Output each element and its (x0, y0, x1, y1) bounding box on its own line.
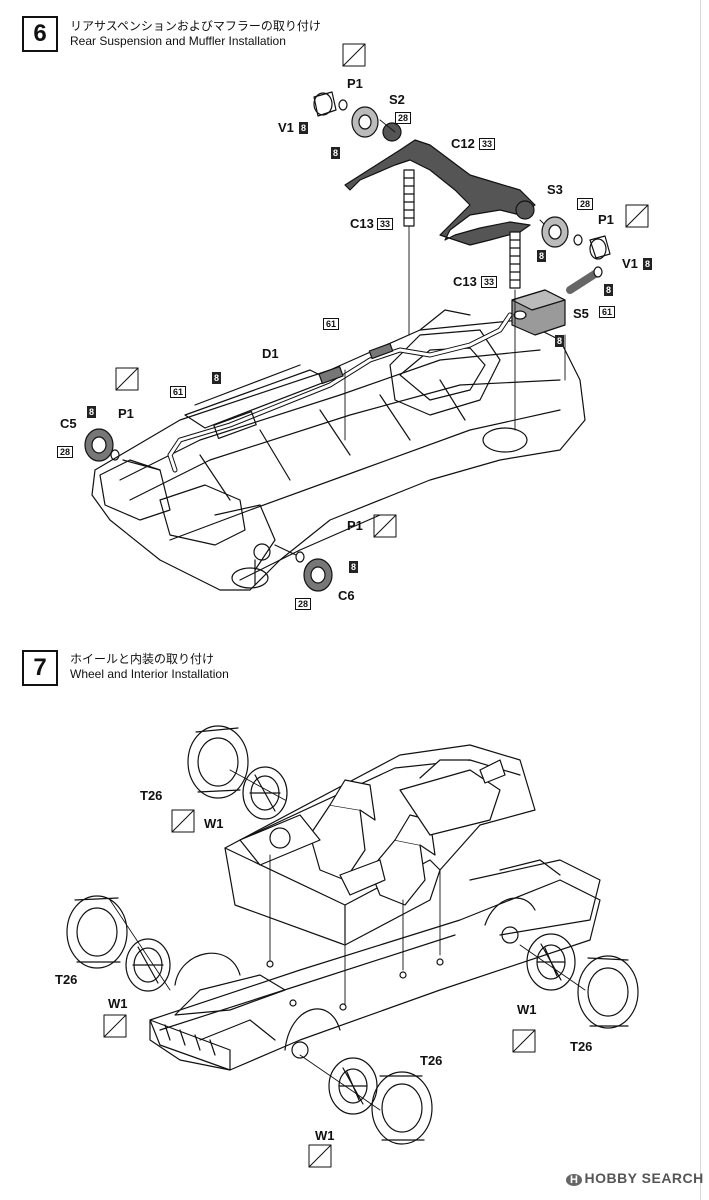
badge-33-c13-left: 33 (377, 218, 394, 230)
tire-t26-bottom-right (577, 955, 639, 1029)
interior-tub (224, 744, 536, 946)
page-edge-line (700, 0, 701, 1200)
watermark-text: HOBBY SEARCH (584, 1170, 704, 1186)
label-t26-mid-left: T26 (55, 972, 78, 987)
step-7-leader-lines (109, 769, 586, 1111)
label-w1-bottom-right: W1 (517, 1002, 537, 1017)
label-w1-top-left: W1 (204, 816, 224, 831)
lower-right-hub-parts (274, 544, 333, 592)
watermark-logo-icon: H (566, 1174, 583, 1186)
upper-left-hub-parts (313, 91, 379, 138)
badge-28-s3: 28 (577, 198, 594, 210)
label-w1-bottom-middle: W1 (315, 1128, 335, 1143)
badge-8-c6: 8 (349, 561, 359, 573)
step-7-chassis (149, 859, 601, 1071)
tire-t26-top-left (187, 725, 249, 799)
badge-8-d1: 8 (212, 372, 222, 384)
wheel-w1-bottom-middle (291, 1041, 378, 1115)
label-w1-mid-left: W1 (108, 996, 128, 1011)
step-6-title-en: Rear Suspension and Muffler Installation (70, 34, 286, 48)
label-v1-left: V1 (278, 120, 294, 135)
badge-8-c5: 8 (87, 406, 97, 418)
label-s5: S5 (573, 306, 589, 321)
step-7-title-en: Wheel and Interior Installation (70, 667, 229, 681)
exhaust-pipe-d1 (167, 312, 513, 473)
step-6-number: 6 (22, 16, 58, 52)
badge-8-s5: 8 (604, 284, 614, 296)
badge-8-v1-right: 8 (643, 258, 653, 270)
label-s3: S3 (547, 182, 563, 197)
badge-28-s2: 28 (395, 112, 412, 124)
label-p1-top: P1 (347, 76, 363, 91)
label-s2: S2 (389, 92, 405, 107)
label-t26-bottom-right: T26 (570, 1039, 593, 1054)
muffler-part (511, 266, 603, 336)
badge-33-c12: 33 (479, 138, 496, 150)
tire-t26-bottom-middle (371, 1071, 433, 1145)
rear-chassis-diagram (91, 309, 586, 591)
upper-right-hub-parts (541, 216, 611, 260)
tire-t26-mid-left (66, 895, 128, 969)
label-d1: D1 (262, 346, 279, 361)
label-c13-left: C13 (350, 216, 374, 231)
step-6-title: リアサスペンションおよびマフラーの取り付け Rear Suspension an… (70, 19, 321, 49)
badge-28-c6: 28 (295, 598, 312, 610)
label-c5: C5 (60, 416, 77, 431)
label-c6: C6 (338, 588, 355, 603)
label-v1-right: V1 (622, 256, 638, 271)
badge-28-c5: 28 (57, 446, 74, 458)
badge-61-s5: 61 (599, 306, 616, 318)
badge-8-s3: 8 (537, 250, 547, 262)
no-glue-icons (103, 43, 649, 1168)
step-7-title-jp: ホイールと内装の取り付け (70, 652, 215, 666)
step-6-title-jp: リアサスペンションおよびマフラーの取り付け (70, 19, 321, 33)
badge-61-front: 61 (170, 386, 187, 398)
label-p1-right: P1 (598, 212, 614, 227)
badge-61-d1: 61 (323, 318, 340, 330)
wheel-w1-top-left (242, 766, 288, 820)
badge-8-muffler: 8 (555, 335, 565, 347)
label-c13-right: C13 (453, 274, 477, 289)
shock-absorbers-c13 (403, 169, 521, 289)
step-7-number: 7 (22, 650, 58, 686)
label-c12: C12 (451, 136, 475, 151)
wheel-w1-mid-left (125, 938, 171, 992)
wheel-w1-bottom-right (501, 926, 576, 991)
label-p1-bottom: P1 (347, 518, 363, 533)
rear-suspension-arm-c12 (344, 122, 536, 246)
label-t26-top-left: T26 (140, 788, 163, 803)
step-7-title: ホイールと内装の取り付け Wheel and Interior Installa… (70, 652, 229, 682)
label-p1-left: P1 (118, 406, 134, 421)
badge-33-c13-right: 33 (481, 276, 498, 288)
label-t26-bottom-middle: T26 (420, 1053, 443, 1068)
lower-left-hub-parts (84, 428, 161, 471)
badge-8-hub-top: 8 (331, 147, 341, 159)
badge-8-v1-left: 8 (299, 122, 309, 134)
